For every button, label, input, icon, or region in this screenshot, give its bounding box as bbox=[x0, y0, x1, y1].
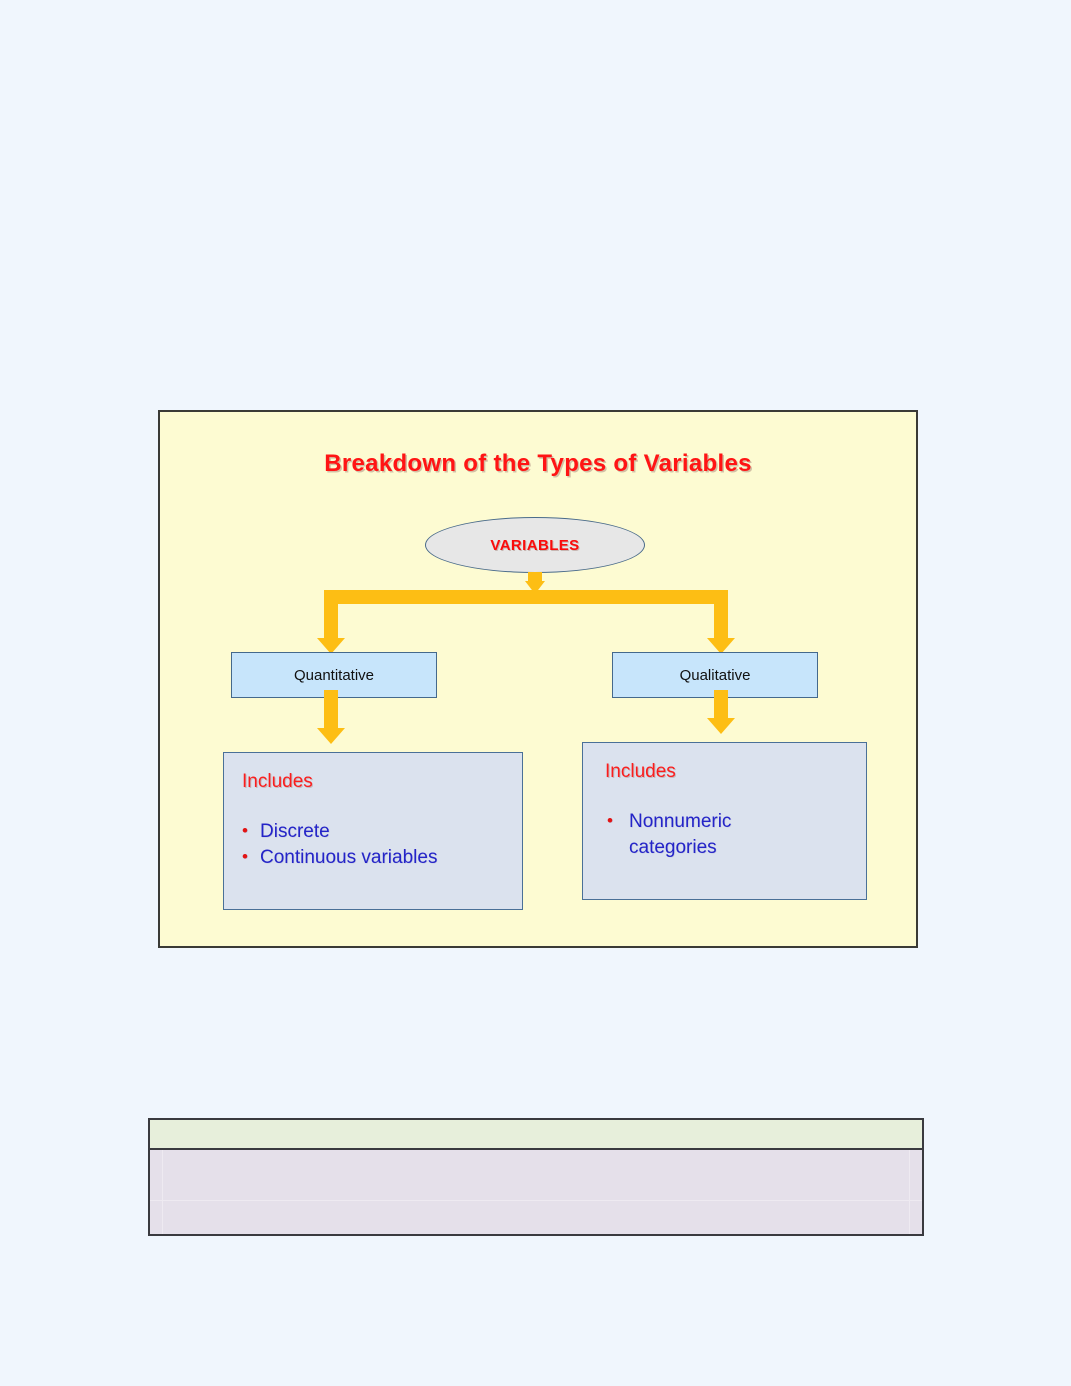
arrowhead-to-qualitative-icon bbox=[707, 638, 735, 654]
list-item: Nonnumeric bbox=[605, 809, 850, 835]
includes-list-quantitative: Discrete Continuous variables bbox=[242, 819, 506, 871]
diagram-title: Breakdown of the Types of Variables bbox=[324, 450, 752, 477]
connector-qualitative-to-includes bbox=[714, 690, 728, 722]
list-item: Continuous variables bbox=[242, 845, 506, 871]
list-item-continuation: categories bbox=[629, 837, 717, 859]
table-row-divider bbox=[150, 1200, 922, 1201]
connector-leg-to-qualitative bbox=[714, 590, 728, 642]
list-item: Discrete bbox=[242, 819, 506, 845]
includes-heading-qualitative: Includes bbox=[605, 761, 676, 782]
connector-quantitative-to-includes bbox=[324, 690, 338, 732]
arrowhead-qualitative-includes-icon bbox=[707, 718, 735, 734]
table-column-divider-left bbox=[162, 1150, 163, 1234]
node-qualitative-label: Qualitative bbox=[679, 666, 751, 684]
includes-box-qualitative: Includes Nonnumeric categories bbox=[582, 742, 867, 900]
table-header-row bbox=[150, 1120, 922, 1150]
includes-list-qualitative: Nonnumeric categories bbox=[605, 809, 850, 861]
connector-leg-to-quantitative bbox=[324, 590, 338, 642]
node-quantitative-label: Quantitative bbox=[293, 666, 375, 684]
table-column-divider-right bbox=[909, 1150, 910, 1234]
bottom-table bbox=[148, 1118, 924, 1236]
connector-horizontal-bus bbox=[324, 590, 728, 604]
node-quantitative: Quantitative bbox=[231, 652, 437, 698]
diagram-panel: Breakdown of the Types of Variables VARI… bbox=[158, 410, 918, 948]
arrowhead-to-quantitative-icon bbox=[317, 638, 345, 654]
arrowhead-quantitative-includes-icon bbox=[317, 728, 345, 744]
node-variables: VARIABLES bbox=[425, 517, 645, 573]
table-row bbox=[150, 1150, 922, 1234]
connector-root-stem bbox=[528, 572, 542, 583]
includes-heading-quantitative: Includes bbox=[242, 771, 313, 792]
node-variables-label: VARIABLES bbox=[490, 536, 580, 554]
includes-box-quantitative: Includes Discrete Continuous variables bbox=[223, 752, 523, 910]
